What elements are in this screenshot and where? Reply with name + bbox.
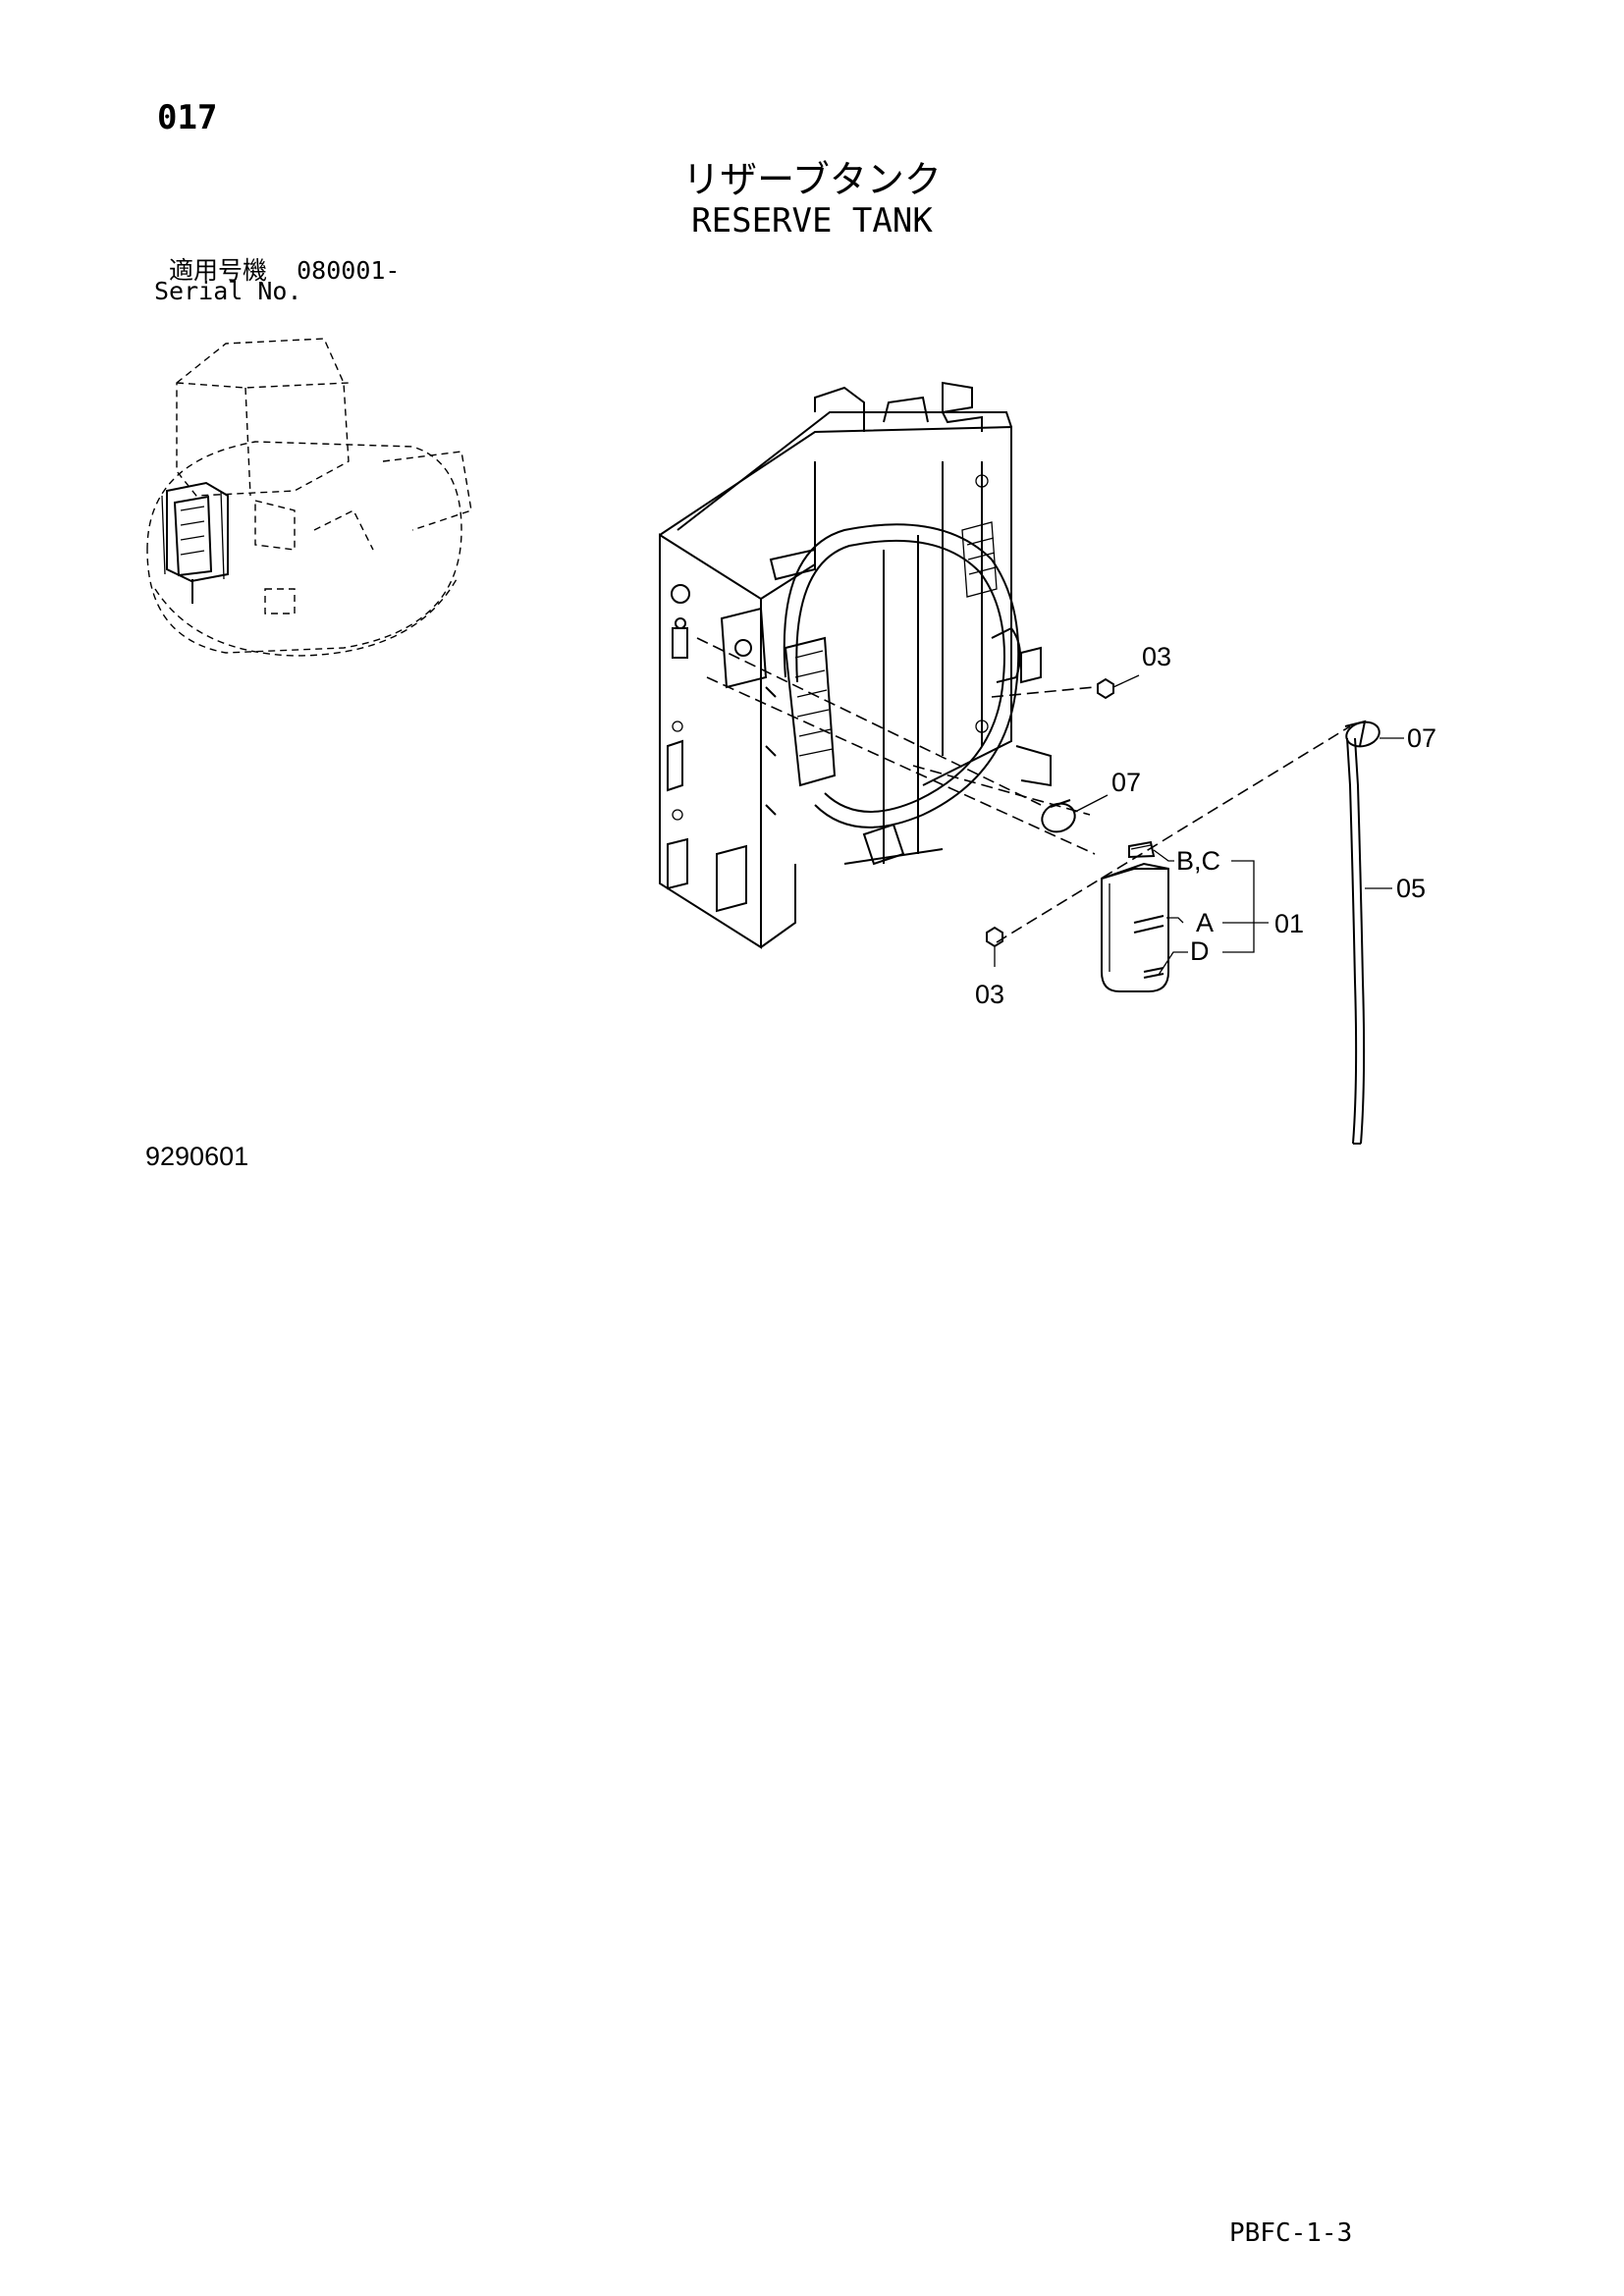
callout-a: A: [1196, 908, 1214, 937]
page-title-english: RESERVE TANK: [691, 201, 933, 240]
callout-leaders: [994, 674, 1404, 976]
serial-range: 080001-: [297, 256, 401, 285]
callout-01: 01: [1274, 909, 1304, 938]
callout-03-lower: 03: [975, 980, 1004, 1009]
part-03-upper-nut: [1097, 677, 1114, 700]
callout-d: D: [1190, 936, 1210, 966]
part-03-lower-nut: [986, 926, 1003, 948]
callout-07-right: 07: [1407, 723, 1436, 753]
callout-b-c: B,C: [1176, 846, 1220, 876]
page-title-japanese: リザーブタンク: [682, 158, 942, 201]
radiator-frame: [659, 381, 1052, 949]
part-01-reserve-tank: [1101, 840, 1169, 992]
callout-03-upper: 03: [1142, 642, 1171, 671]
serial-label-japanese: 適用号機 080001-: [169, 251, 400, 287]
callout-05: 05: [1396, 874, 1426, 903]
serial-label-jp-text: 適用号機: [169, 256, 268, 285]
callout-07-left: 07: [1111, 768, 1141, 797]
part-07-right-clamp: [1344, 720, 1380, 748]
part-07-left-clamp: [1041, 799, 1076, 833]
sheet-code: PBFC-1-3: [1229, 2218, 1353, 2248]
machine-location-key: [146, 338, 472, 657]
assembly-guide-lines: [696, 637, 1351, 943]
serial-label-english: Serial No.: [154, 277, 302, 305]
part-05-overflow-hose: [1346, 737, 1366, 1145]
figure-number: 9290601: [145, 1142, 249, 1171]
page-number: 017: [157, 98, 218, 137]
